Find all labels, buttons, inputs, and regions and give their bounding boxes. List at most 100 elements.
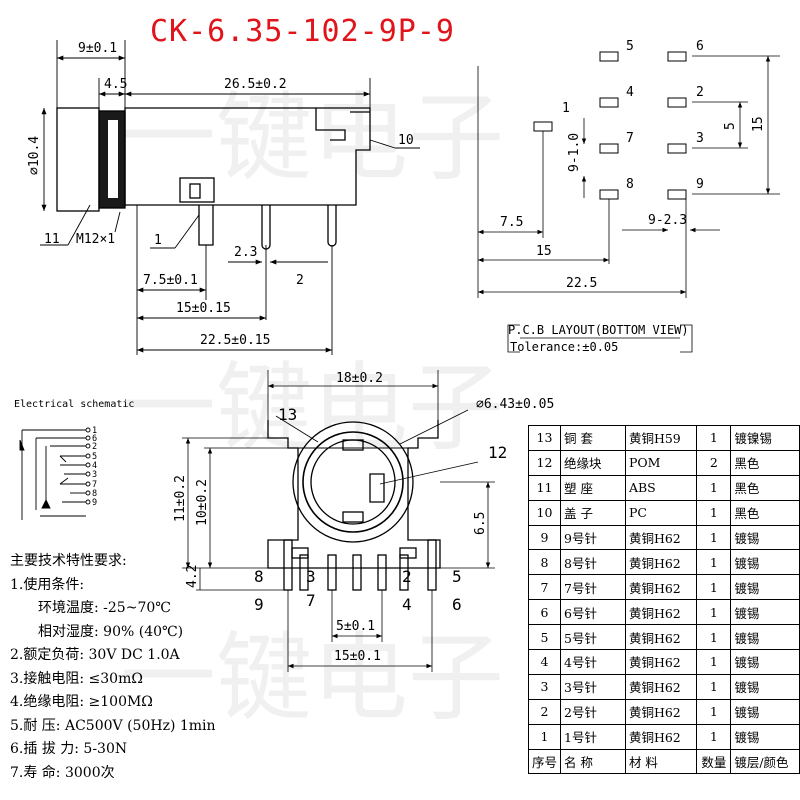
pin bbox=[261, 205, 271, 250]
dim-label: 2.3 bbox=[234, 245, 257, 260]
pad-9 bbox=[667, 189, 687, 200]
pad-1 bbox=[533, 121, 553, 132]
pad-2 bbox=[667, 97, 687, 108]
bom-finish: 镀锡 bbox=[730, 524, 800, 551]
contact-top bbox=[342, 439, 364, 451]
bom-material: 黄铜H62 bbox=[624, 723, 698, 750]
bom-name: 塑 座 bbox=[560, 474, 626, 501]
dim-label: 15±0.15 bbox=[176, 301, 231, 316]
bom-number: 1 bbox=[527, 723, 562, 750]
bom-material: 黄铜H62 bbox=[624, 599, 698, 626]
pin-label: 5 bbox=[452, 567, 462, 586]
spec-item: 环境温度: -25~70℃ bbox=[38, 600, 171, 616]
bom-finish: 镀镍锡 bbox=[730, 425, 800, 451]
callout-label: 1 bbox=[154, 233, 162, 248]
spec-item: 1.使用条件: bbox=[10, 576, 85, 593]
bom-quantity: 1 bbox=[696, 549, 732, 576]
pin-label: 1 bbox=[92, 426, 97, 436]
dim-label: 5 bbox=[723, 122, 738, 130]
pin-label: 9 bbox=[92, 498, 97, 508]
spec-item: 3.接触电阻: ≤30mΩ bbox=[10, 670, 143, 687]
dim-label: 5±0.1 bbox=[336, 619, 375, 634]
bom-number: 11 bbox=[527, 474, 562, 501]
bom-number: 10 bbox=[527, 499, 562, 526]
pcb-tolerance: Tolerance:±0.05 bbox=[510, 340, 618, 354]
bom-quantity: 1 bbox=[696, 574, 732, 601]
bom-finish: 镀层/颜色 bbox=[730, 748, 800, 775]
bom-number: 12 bbox=[527, 449, 562, 476]
dim-label: 9±0.1 bbox=[78, 41, 117, 56]
pin-label: 6 bbox=[452, 595, 462, 614]
bom-name: 4号针 bbox=[560, 649, 626, 675]
bom-quantity: 1 bbox=[696, 649, 732, 675]
bom-name: 名 称 bbox=[560, 748, 626, 775]
dim-label: 6.5 bbox=[473, 512, 488, 535]
spec-item: 4.绝缘电阻: ≥100MΩ bbox=[10, 694, 153, 710]
bom-finish: 镀锡 bbox=[730, 599, 800, 626]
outer-ring bbox=[292, 421, 414, 543]
callout-label: 10 bbox=[398, 133, 414, 148]
contact-bottom bbox=[342, 511, 364, 523]
bom-number: 8 bbox=[527, 549, 562, 576]
bom-material: 黄铜H59 bbox=[624, 425, 698, 451]
spec-item: 相对湿度: 90% (40℃) bbox=[38, 623, 184, 640]
bom-name: 6号针 bbox=[560, 599, 626, 626]
bom-name: 7号针 bbox=[560, 574, 626, 601]
pad-label: 6 bbox=[696, 39, 704, 54]
bom-finish: 镀锡 bbox=[730, 673, 800, 700]
bom-name: 3号针 bbox=[560, 673, 626, 700]
bom-finish: 黑色 bbox=[730, 474, 800, 501]
dim-label: 2 bbox=[296, 273, 304, 288]
pin bbox=[427, 539, 437, 591]
bom-name: 9号针 bbox=[560, 524, 626, 551]
bom-name: 1号针 bbox=[560, 723, 626, 750]
bom-quantity: 1 bbox=[696, 624, 732, 651]
specifications: 主要技术特性要求: 1.使用条件: 环境温度: -25~70℃ 相对湿度: 90… bbox=[10, 550, 295, 785]
bom-quantity: 1 bbox=[696, 474, 732, 501]
pad-3 bbox=[667, 143, 687, 154]
side-view bbox=[40, 40, 420, 355]
bom-number: 5 bbox=[527, 624, 562, 651]
dim-label: ∅6.43±0.05 bbox=[476, 397, 554, 412]
pad-6 bbox=[667, 51, 687, 62]
pad-label: 3 bbox=[696, 131, 704, 146]
pin bbox=[377, 554, 387, 591]
bom-name: 5号针 bbox=[560, 624, 626, 651]
table-header-row: 序号名 称材 料数量镀层/颜色 bbox=[527, 748, 800, 775]
pad-5 bbox=[599, 51, 619, 62]
pcb-layout-labels: 1 2 3 4 5 6 7 8 9 5 15 9-1.0 7.5 15 22.5… bbox=[500, 39, 766, 354]
pad-label: 7 bbox=[626, 131, 634, 146]
dim-label: 4.2 bbox=[185, 565, 200, 588]
dim-label: 7.5 bbox=[500, 215, 523, 230]
bom-number: 9 bbox=[527, 524, 562, 551]
bom-number: 6 bbox=[527, 599, 562, 626]
pin-label: 6 bbox=[92, 434, 97, 444]
front-view-labels: 18±0.2 ∅6.43±0.05 11±0.2 10±0.2 6.5 4.2 … bbox=[173, 371, 554, 664]
dim-label: 7.5±0.1 bbox=[143, 273, 198, 288]
dim-label: 4.5 bbox=[104, 77, 127, 92]
bom-name: 盖 子 bbox=[560, 499, 626, 526]
body-outline bbox=[124, 107, 371, 206]
bom-finish: 镀锡 bbox=[730, 723, 800, 750]
pin-label: 4 bbox=[402, 595, 412, 614]
pin-label: 7 bbox=[306, 591, 316, 610]
electrical-schematic bbox=[19, 427, 91, 520]
pin-label: 4 bbox=[92, 461, 97, 471]
bom-quantity: 1 bbox=[696, 673, 732, 700]
pcb-layout bbox=[477, 51, 780, 353]
dim-label: ∅10.4 bbox=[27, 136, 42, 175]
bom-material: PC bbox=[624, 499, 698, 526]
pin-label: 8 bbox=[254, 567, 264, 586]
bom-quantity: 1 bbox=[696, 425, 732, 451]
schematic-title: Electrical schematic bbox=[14, 399, 135, 410]
pad-label: 9 bbox=[696, 177, 704, 192]
pin-label: 2 bbox=[92, 442, 97, 452]
spec-item: 2.额定负荷: 30V DC 1.0A bbox=[10, 647, 180, 663]
bom-material: ABS bbox=[624, 474, 698, 501]
